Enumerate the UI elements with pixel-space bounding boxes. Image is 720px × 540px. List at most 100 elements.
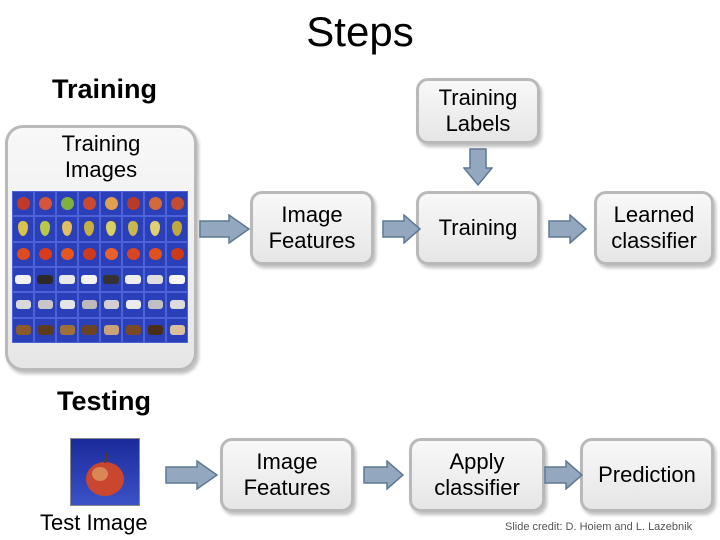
training-images-grid [12,191,188,343]
training-images-label: Training Images [61,131,141,183]
training-image-thumbnail [78,317,100,343]
apple-icon [38,197,52,211]
training-image-thumbnail [34,216,56,242]
right-arrow-icon [382,214,422,244]
training-image-thumbnail [144,241,166,267]
apply-classifier-box: Apply classifier [409,438,545,512]
training-image-thumbnail [166,267,188,293]
horse-icon [15,325,31,336]
training-image-thumbnail [122,267,144,293]
apple-icon [126,197,140,211]
cow-icon [59,275,75,285]
horse-icon [37,325,53,336]
pear-icon [18,221,28,237]
training-image-thumbnail [78,292,100,318]
training-image-thumbnail [122,241,144,267]
down-arrow-icon [463,148,493,187]
horse-icon [125,325,141,336]
right-arrow-icon [363,460,405,490]
training-image-thumbnail [34,292,56,318]
horse-icon [59,325,75,336]
dog-icon [81,300,97,310]
tomato-icon [170,248,184,261]
apple-icon [16,197,30,211]
training-image-thumbnail [56,241,78,267]
training-image-thumbnail [12,292,34,318]
training-image-thumbnail [166,317,188,343]
training-image-thumbnail [122,191,144,217]
training-image-thumbnail [34,267,56,293]
tomato-icon [104,248,118,261]
apple-icon [148,197,162,211]
training-image-thumbnail [100,317,122,343]
training-image-thumbnail [122,317,144,343]
training-image-thumbnail [78,216,100,242]
training-image-thumbnail [100,241,122,267]
slide-credit: Slide credit: D. Hoiem and L. Lazebnik [505,521,693,533]
training-image-thumbnail [12,267,34,293]
right-arrow-icon [165,460,219,490]
training-image-thumbnail [56,292,78,318]
cow-icon [81,275,97,285]
training-image-thumbnail [144,216,166,242]
training-image-thumbnail [100,216,122,242]
cow-icon [169,275,185,285]
training-image-thumbnail [34,317,56,343]
pear-icon [150,221,160,237]
right-arrow-icon [199,214,251,244]
prediction-box: Prediction [580,438,714,512]
training-image-thumbnail [34,241,56,267]
training-image-thumbnail [12,216,34,242]
testing-section-heading: Testing [57,386,151,416]
pear-icon [84,221,94,237]
test-image-label: Test Image [40,510,148,535]
learned-classifier-box: Learned classifier [594,191,714,265]
training-image-thumbnail [144,191,166,217]
cow-icon [125,275,141,285]
training-box: Training [416,191,540,265]
training-image-thumbnail [12,317,34,343]
tomato-icon [16,248,30,261]
apple-icon [104,197,118,211]
horse-icon [147,325,163,336]
dog-icon [169,300,185,310]
dog-icon [59,300,75,310]
tomato-icon [82,248,96,261]
training-image-thumbnail [166,191,188,217]
pear-icon [128,221,138,237]
training-image-thumbnail [12,241,34,267]
training-image-thumbnail [166,241,188,267]
dog-icon [125,300,141,310]
cow-icon [103,275,119,285]
cow-icon [15,275,31,285]
dog-icon [15,300,31,310]
training-image-thumbnail [100,292,122,318]
apple-icon [86,452,124,496]
training-image-thumbnail [78,191,100,217]
training-image-thumbnail [166,292,188,318]
training-image-thumbnail [122,292,144,318]
training-image-thumbnail [166,216,188,242]
dog-icon [103,300,119,310]
training-image-thumbnail [100,191,122,217]
horse-icon [103,325,119,336]
testing-image-features-box: Image Features [220,438,354,512]
horse-icon [81,325,97,336]
training-image-thumbnail [144,292,166,318]
pear-icon [172,221,182,237]
tomato-icon [148,248,162,261]
pear-icon [106,221,116,237]
apple-icon [82,197,96,211]
training-image-thumbnail [56,317,78,343]
training-image-thumbnail [34,191,56,217]
training-image-features-box: Image Features [250,191,374,265]
horse-icon [169,325,185,336]
training-image-thumbnail [100,267,122,293]
pear-icon [62,221,72,237]
apple-icon [170,197,184,211]
tomato-icon [38,248,52,261]
training-image-thumbnail [78,267,100,293]
cow-icon [37,275,53,285]
pear-icon [40,221,50,237]
training-image-thumbnail [12,191,34,217]
